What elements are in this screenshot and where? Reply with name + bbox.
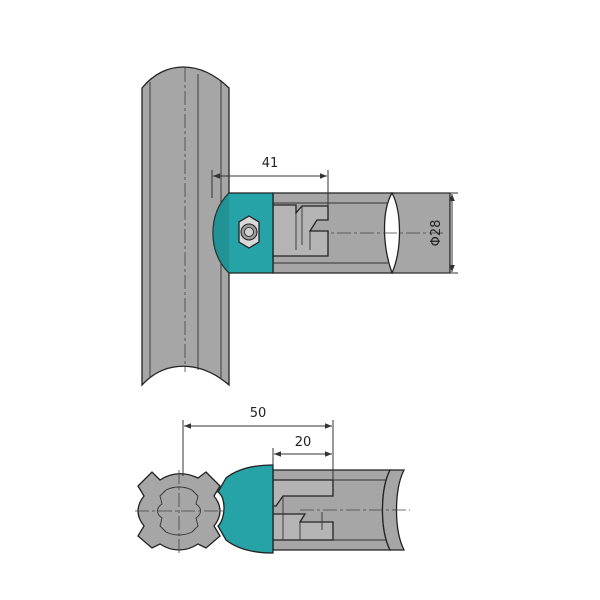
connector-block-shade	[213, 193, 229, 273]
dimension-20-label: 20	[295, 435, 312, 450]
plan-view: 50 20	[135, 406, 410, 554]
hex-bolt-icon	[238, 215, 260, 249]
insert-body	[272, 204, 329, 257]
dimension-diameter-label: Φ28	[429, 220, 444, 247]
plan-connector-block	[217, 464, 274, 554]
side-view: 41 Φ28	[141, 66, 458, 387]
insert-slot	[295, 206, 311, 250]
dimension-41: 41	[211, 156, 329, 206]
dimension-diameter: Φ28	[395, 192, 458, 274]
plan-insert-slot	[282, 496, 323, 540]
dimension-41-label: 41	[262, 156, 279, 171]
dimension-20: 20	[272, 435, 332, 466]
dimension-50: 50	[182, 406, 334, 480]
dimension-50-label: 50	[250, 406, 267, 421]
pipe-profile-inner	[157, 486, 201, 536]
vertical-pipe	[141, 66, 230, 387]
pipe-profile	[135, 470, 225, 554]
